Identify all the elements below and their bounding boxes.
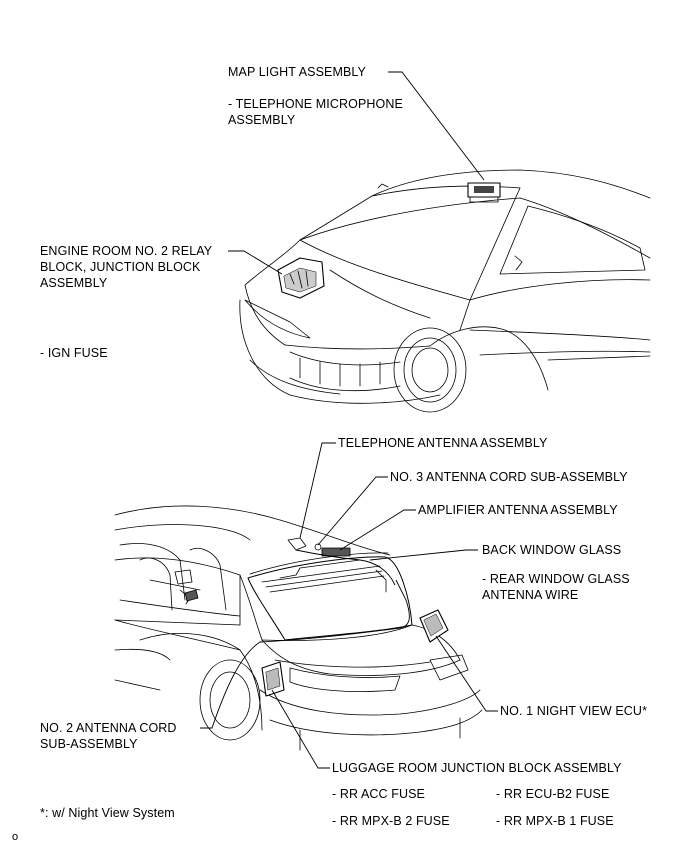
bottom-leader-lines [200, 442, 498, 769]
no3-antenna-cord-label: NO. 3 ANTENNA CORD SUB-ASSEMBLY [390, 470, 628, 484]
footnote: *: w/ Night View System [40, 806, 175, 820]
night-view-ecu-label: NO. 1 NIGHT VIEW ECU* [500, 704, 648, 718]
front-car-illustration [239, 169, 651, 413]
rr-mpx-b1-fuse-label: - RR MPX-B 1 FUSE [496, 814, 614, 828]
no2-antenna-cord-label: NO. 2 ANTENNA CORD [40, 721, 177, 735]
rr-acc-fuse-label: - RR ACC FUSE [332, 787, 425, 801]
map-light-label: MAP LIGHT ASSEMBLY [228, 65, 366, 79]
engine-room-relay-label-end: ASSEMBLY [40, 276, 108, 290]
rear-window-antenna-label-cont: ANTENNA WIRE [482, 588, 579, 602]
telephone-antenna-label: TELEPHONE ANTENNA ASSEMBLY [338, 436, 548, 450]
rr-mpx-b2-fuse-label: - RR MPX-B 2 FUSE [332, 814, 450, 828]
rear-window-antenna-label: - REAR WINDOW GLASS [482, 572, 630, 586]
top-leader-lines [228, 71, 485, 275]
amplifier-antenna-label: AMPLIFIER ANTENNA ASSEMBLY [418, 503, 618, 517]
engine-room-relay-label-cont: BLOCK, JUNCTION BLOCK [40, 260, 201, 274]
rr-ecu-b2-fuse-label: - RR ECU-B2 FUSE [496, 787, 610, 801]
corner-mark: o [12, 831, 19, 843]
engine-room-relay-label: ENGINE ROOM NO. 2 RELAY [40, 244, 213, 258]
telephone-microphone-label-cont: ASSEMBLY [228, 113, 296, 127]
back-window-glass-label: BACK WINDOW GLASS [482, 543, 622, 557]
luggage-room-jb-label: LUGGAGE ROOM JUNCTION BLOCK ASSEMBLY [332, 761, 622, 775]
telephone-microphone-label: - TELEPHONE MICROPHONE [228, 97, 403, 111]
ign-fuse-label: - IGN FUSE [40, 346, 108, 360]
no2-antenna-cord-label-cont: SUB-ASSEMBLY [40, 737, 138, 751]
rear-car-illustration [114, 505, 483, 751]
